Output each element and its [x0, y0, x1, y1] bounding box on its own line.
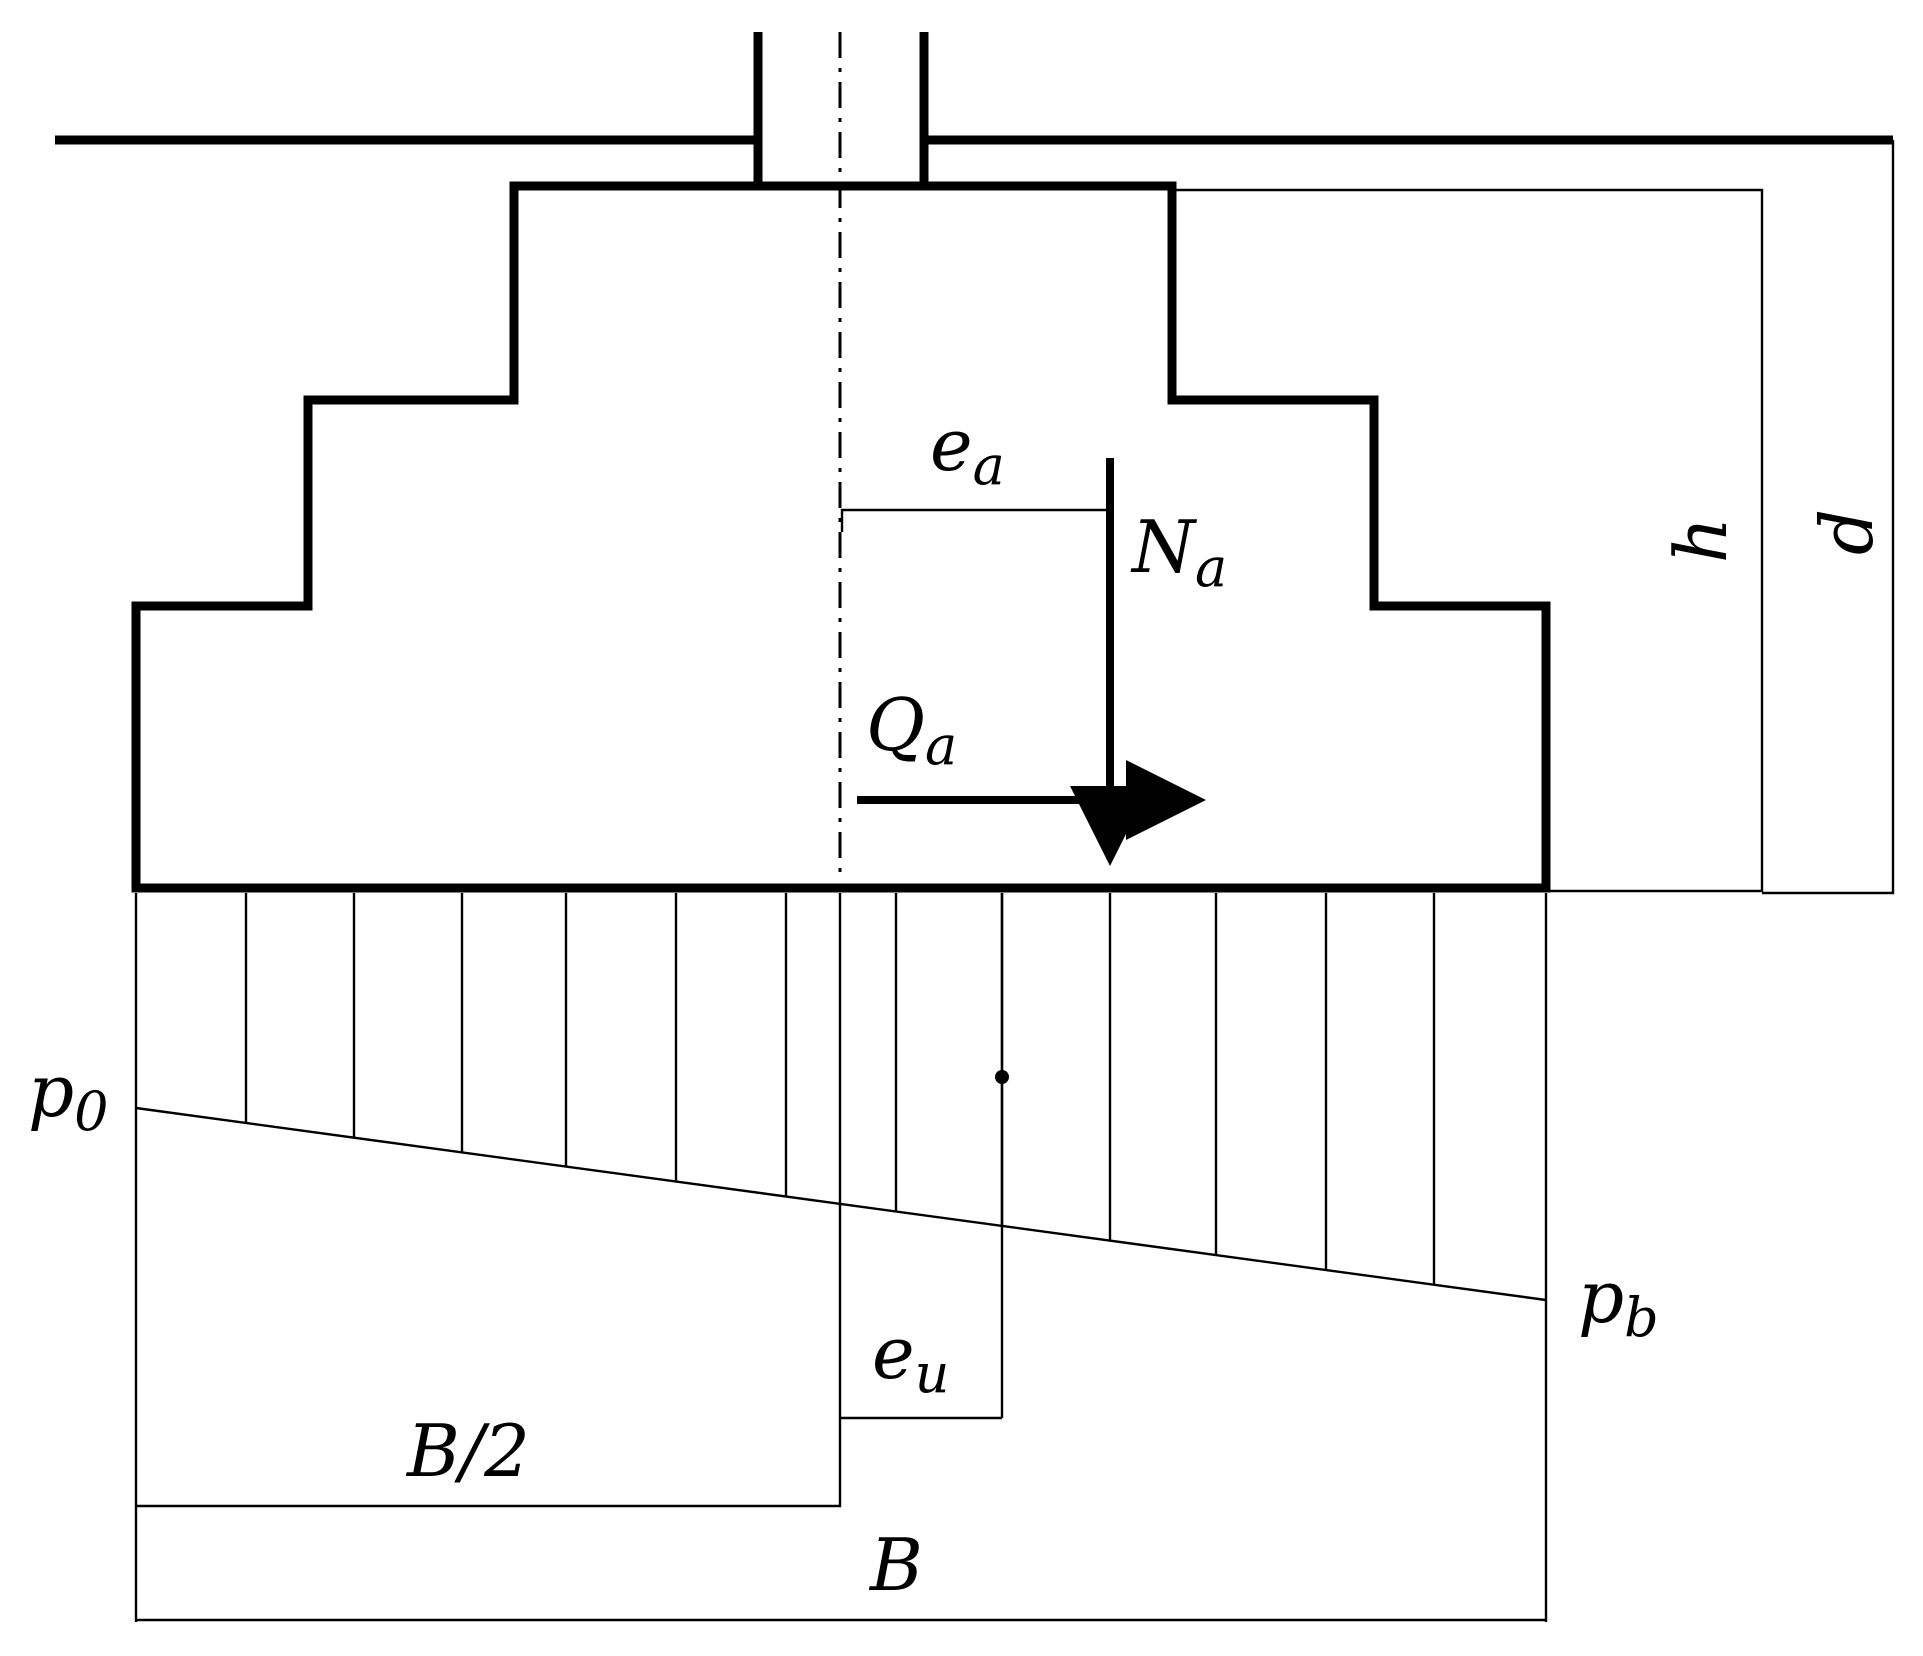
label-p0: p0 [28, 1049, 108, 1143]
label-eu: eu [872, 1311, 949, 1405]
label-ea: ea [930, 403, 1005, 497]
label-b: B [868, 1523, 923, 1607]
label-b-half: B/2 [405, 1409, 530, 1493]
dimension-h-line [1172, 188, 1764, 893]
dimension-b-half-line [136, 1418, 842, 1508]
resultant-point [995, 1070, 1009, 1084]
pressure-diagram [134, 893, 1548, 1622]
label-pb: pb [1578, 1255, 1659, 1349]
pressure-hatching [244, 893, 1436, 1285]
label-d: d [1805, 509, 1889, 555]
label-qa: Qa [866, 683, 957, 777]
eccentricity-ea-bracket [840, 508, 1108, 532]
label-h: h [1659, 517, 1743, 563]
label-na: Na [1130, 505, 1227, 599]
dimension-d-line [1762, 140, 1895, 895]
stepped-foundation-outline [131, 181, 1551, 893]
